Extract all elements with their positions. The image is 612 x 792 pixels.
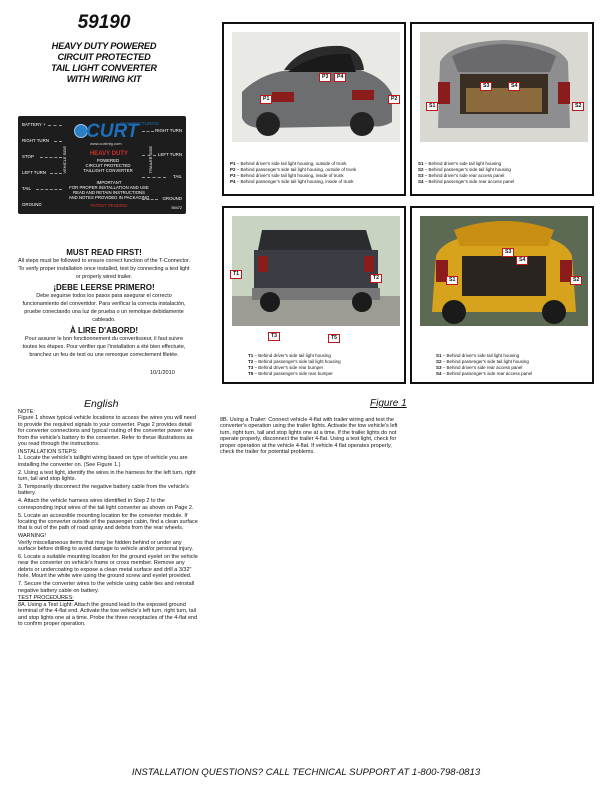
must-read-block: MUST READ FIRST! All steps must be follo… (18, 247, 190, 361)
support-footer: INSTALLATION QUESTIONS? CALL TECHNICAL S… (131, 767, 481, 778)
panel-truck: T1 T2 T3 T5 T1 – Behind driver's side ta… (222, 206, 406, 384)
location-tag-s1: S1 (426, 102, 439, 111)
step-1: 1. Locate the vehicle's taillight wiring… (18, 455, 188, 468)
title-line: WITH WIRING KIT (66, 74, 142, 84)
test-8b: 8B. Using a Trailer: Connect vehicle 4-f… (220, 417, 398, 456)
caption-t5: T5 – Behind passenger's side rear bumper (248, 371, 333, 376)
location-tag-s4: S4 (508, 82, 521, 91)
brand-name: CURT (86, 121, 139, 142)
location-tag-p3: P3 (319, 73, 332, 82)
caption-s4: S4 – Behind passenger's side rear access… (418, 179, 515, 184)
location-tag-p4: P4 (334, 73, 347, 82)
step-6: 6. Locate a suitable mounting location f… (18, 554, 198, 580)
brand-sub: MANUFACTURING (120, 121, 160, 126)
caption-p2: P2 – Behind passenger's side tail light … (230, 167, 357, 172)
brand-website: www.curtmfg.com (90, 141, 122, 146)
truck-photo (232, 216, 400, 326)
patent-text: PATENT PENDING (90, 203, 128, 208)
title-line: HEAVY DUTY POWERED (51, 41, 157, 51)
note-text: Figure 1 shows typical vehicle locations… (18, 415, 196, 448)
location-tag-s4-b: S4 (516, 256, 529, 265)
location-tag-t1: T1 (230, 270, 243, 279)
caption-p4: P4 – Behind passenger's side tail light … (230, 179, 354, 184)
label-right-tail: TAIL (173, 174, 182, 179)
caption-s1-b: S1 – Behind driver's side tail light hou… (436, 353, 520, 358)
caption-p3: P3 – Behind driver's side tail light hou… (230, 173, 344, 178)
caption-s4-b: S4 – Behind passenger's side rear access… (436, 371, 533, 376)
test-8a: 8A. Using a Test Light: Attach the groun… (18, 601, 198, 628)
caption-t1: T1 – Behind driver's side tail light hou… (248, 353, 331, 358)
document-date: 10/1/2010 (150, 370, 175, 376)
must-read-text-es: Debe seguirse todos los pasos para asegu… (22, 293, 186, 323)
panel-suv: S1 S2 S3 S4 S1 – Behind driver's side ta… (410, 22, 594, 196)
label-code: 59472 (171, 206, 182, 210)
caption-s1: S1 – Behind driver's side tail light hou… (418, 161, 502, 166)
location-tag-s3-b: S3 (502, 248, 515, 257)
warning-text: Verify miscellaneous items that may be h… (18, 539, 194, 553)
yellow-suv-photo (420, 216, 588, 326)
steps-heading: INSTALLATION STEPS: (18, 448, 78, 455)
panel-yellow-suv: S1 S2 S3 S4 S1 – Behind driver's side ta… (410, 206, 594, 384)
suv-photo (420, 32, 588, 142)
label-left-ground: GROUND (22, 202, 42, 207)
section-heading-english: English (84, 398, 119, 410)
note-heading: NOTE: (18, 409, 35, 415)
label-left-left-turn: LEFT TURN (22, 170, 46, 175)
location-tag-t5: T5 (328, 334, 341, 343)
instructions-column-2: 8B. Using a Trailer: Connect vehicle 4-f… (220, 417, 406, 455)
must-read-heading-es: ¡DEBE LEERSE PRIMERO! (53, 283, 155, 292)
caption-t2: T2 – Behind passenger's side tail light … (248, 359, 341, 364)
curt-logo: CURT MANUFACTURING www.curtmfg.com (74, 121, 159, 146)
caption-s3: S3 – Behind driver's side rear access pa… (418, 173, 505, 178)
caption-s2-b: S2 – Behind passenger's side tail light … (436, 359, 529, 364)
heavy-duty-text: HEAVY DUTY (89, 151, 129, 157)
label-right-left-turn: LEFT TURN (158, 152, 182, 157)
location-tag-s3: S3 (480, 82, 493, 91)
must-read-text-en: All steps must be followed to ensure cor… (18, 258, 190, 280)
globe-icon (74, 124, 88, 138)
important-text: IMPORTANT FOR PROPER INSTALLATION AND US… (68, 180, 150, 200)
step-3: 3. Temporarily disconnect the negative b… (18, 483, 189, 497)
step-2: 2. Using a test light, identify the wire… (18, 469, 196, 483)
label-left-stop: STOP (22, 154, 34, 159)
location-tag-t3: T3 (268, 332, 281, 341)
step-4: 4. Attach the vehicle harness wires iden… (18, 498, 194, 511)
label-left-battery: BATTERY + (22, 122, 46, 127)
product-label: BATTERY + RIGHT TURN STOP LEFT TURN TAIL… (18, 116, 186, 214)
step-5: 5. Locate an accessible mounting locatio… (18, 512, 198, 532)
product-title: HEAVY DUTY POWERED CIRCUIT PROTECTED TAI… (18, 41, 190, 85)
instructions-column-1: NOTE: Figure 1 shows typical vehicle loc… (18, 409, 198, 629)
powered-text: POWERED CIRCUIT PROTECTED TAILLIGHT CONV… (83, 158, 133, 173)
sedan-photo (232, 32, 400, 142)
location-tag-s2: S2 (572, 102, 585, 111)
test-heading: TEST PROCEDURES: (18, 595, 74, 602)
label-right-ground: GROUND (162, 196, 182, 201)
caption-s2: S2 – Behind passenger's side tail light … (418, 167, 511, 172)
label-left-tail: TAIL (22, 186, 31, 191)
caption-p1: P1 – Behind driver's side tail light hou… (230, 161, 347, 166)
location-tag-p1: P1 (260, 95, 273, 104)
warning-heading: WARNING! (18, 533, 46, 540)
panel-sedan: P1 P2 P3 P4 P1 – Behind driver's side ta… (222, 22, 406, 196)
title-line: TAIL LIGHT CONVERTER (51, 63, 157, 73)
must-read-heading-en: MUST READ FIRST! (66, 248, 142, 257)
title-line: CIRCUIT PROTECTED (57, 52, 151, 62)
must-read-text-fr: Pour assurer le bon fonctionnement du co… (22, 336, 186, 358)
must-read-heading-fr: À LIRE D'ABORD! (69, 326, 139, 335)
caption-t3: T3 – Behind driver's side rear bumper (248, 365, 324, 370)
step-7: 7. Secure the converter wires to the veh… (18, 581, 195, 594)
label-left-right-turn: RIGHT TURN (22, 138, 49, 143)
location-tag-s1-b: S1 (446, 276, 459, 285)
location-tag-s2-b: S2 (570, 276, 583, 285)
location-tag-p2: P2 (388, 95, 401, 104)
caption-s3-b: S3 – Behind driver's side rear access pa… (436, 365, 523, 370)
figure-label: Figure 1 (370, 398, 407, 409)
location-tag-t2: T2 (370, 274, 383, 283)
part-number: 59190 (77, 12, 131, 33)
label-right-right-turn: RIGHT TURN (155, 128, 182, 133)
